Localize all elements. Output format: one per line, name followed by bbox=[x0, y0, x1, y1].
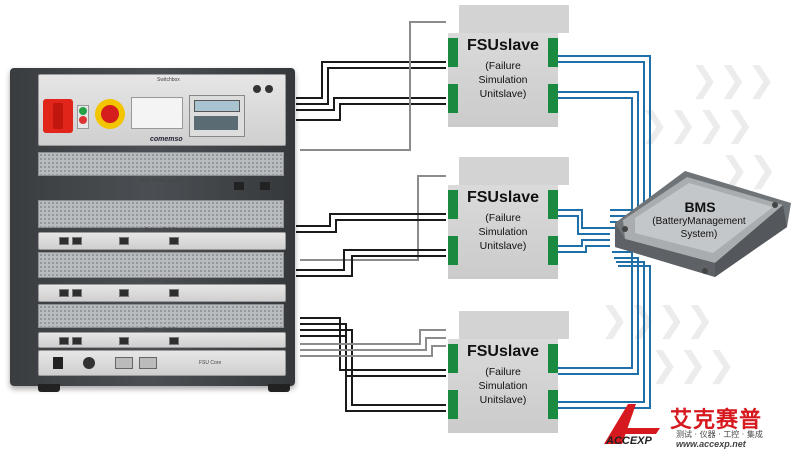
fsu-desc-line: Unitslave) bbox=[479, 394, 527, 406]
control-knobs bbox=[251, 81, 279, 105]
fsu-desc-line: Simulation bbox=[478, 74, 528, 86]
logo-subtitle: 测试 · 仪器 · 工控 · 集成 bbox=[676, 430, 763, 439]
cell-sim-panel bbox=[38, 332, 286, 348]
fsu-core-panel: FSU Core bbox=[38, 350, 286, 376]
fsu-desc-line: Unitslave) bbox=[479, 240, 527, 252]
cell-sim-label: Battery Cell Simulator bbox=[145, 227, 194, 233]
core-power-switch[interactable] bbox=[53, 357, 63, 369]
fsu-desc-line: Unitslave) bbox=[479, 88, 527, 100]
bms-description: (BatteryManagement System) bbox=[634, 215, 764, 241]
logo-chinese-name: 艾克赛普 bbox=[670, 408, 763, 433]
switchbox-panel: Switchbox bbox=[38, 74, 286, 146]
power-supply-panel bbox=[38, 176, 284, 196]
fsu-desc-line: Simulation bbox=[478, 226, 528, 238]
bms-desc-line: System) bbox=[680, 229, 718, 240]
core-knob[interactable] bbox=[83, 357, 95, 369]
fsu-title: FSUslave bbox=[466, 189, 540, 206]
logo-url: www.accexp.net bbox=[676, 439, 746, 449]
power-switch[interactable] bbox=[260, 182, 270, 190]
bms-title: BMS bbox=[684, 199, 716, 215]
fsu-desc-line: (Failure bbox=[485, 366, 521, 378]
accexp-logo: ACCEXP bbox=[604, 404, 660, 447]
bms-desc-line: (BatteryManagement bbox=[652, 216, 746, 227]
cell-sim-vent bbox=[38, 200, 284, 228]
cell-sim-vent bbox=[38, 304, 284, 328]
main-switch-icon[interactable] bbox=[43, 99, 73, 133]
fsu-desc-line: Simulation bbox=[478, 380, 528, 392]
cell-sim-label: Battery Cell Simulator bbox=[145, 278, 194, 284]
emergency-stop-icon[interactable] bbox=[95, 99, 125, 129]
rack-foot bbox=[268, 384, 290, 392]
power-supply-label: BCS Power Supply bbox=[140, 178, 183, 184]
indicator-lamps bbox=[77, 105, 89, 129]
switchbox-label: Switchbox bbox=[157, 77, 180, 83]
power-switch[interactable] bbox=[234, 182, 244, 190]
display-module bbox=[189, 95, 245, 137]
bms-unit bbox=[615, 171, 791, 277]
rack-brand-switchbox: comemso bbox=[150, 136, 183, 143]
cell-sim-label: Battery Cell Simulator bbox=[145, 327, 194, 333]
power-supply-vent bbox=[38, 152, 284, 176]
fsu-title: FSUslave bbox=[466, 343, 540, 360]
cell-sim-panel bbox=[38, 284, 286, 302]
relay-module bbox=[131, 97, 183, 129]
fsu-title: FSUslave bbox=[466, 37, 540, 54]
fsu-desc-line: (Failure bbox=[485, 212, 521, 224]
logo-mark-text: ACCEXP bbox=[605, 435, 653, 447]
cell-sim-panel bbox=[38, 232, 286, 250]
fsu-core-label: FSU Core bbox=[199, 360, 222, 366]
cell-sim-vent bbox=[38, 252, 284, 278]
fsu-desc-line: (Failure bbox=[485, 60, 521, 72]
rack-foot bbox=[38, 384, 60, 392]
